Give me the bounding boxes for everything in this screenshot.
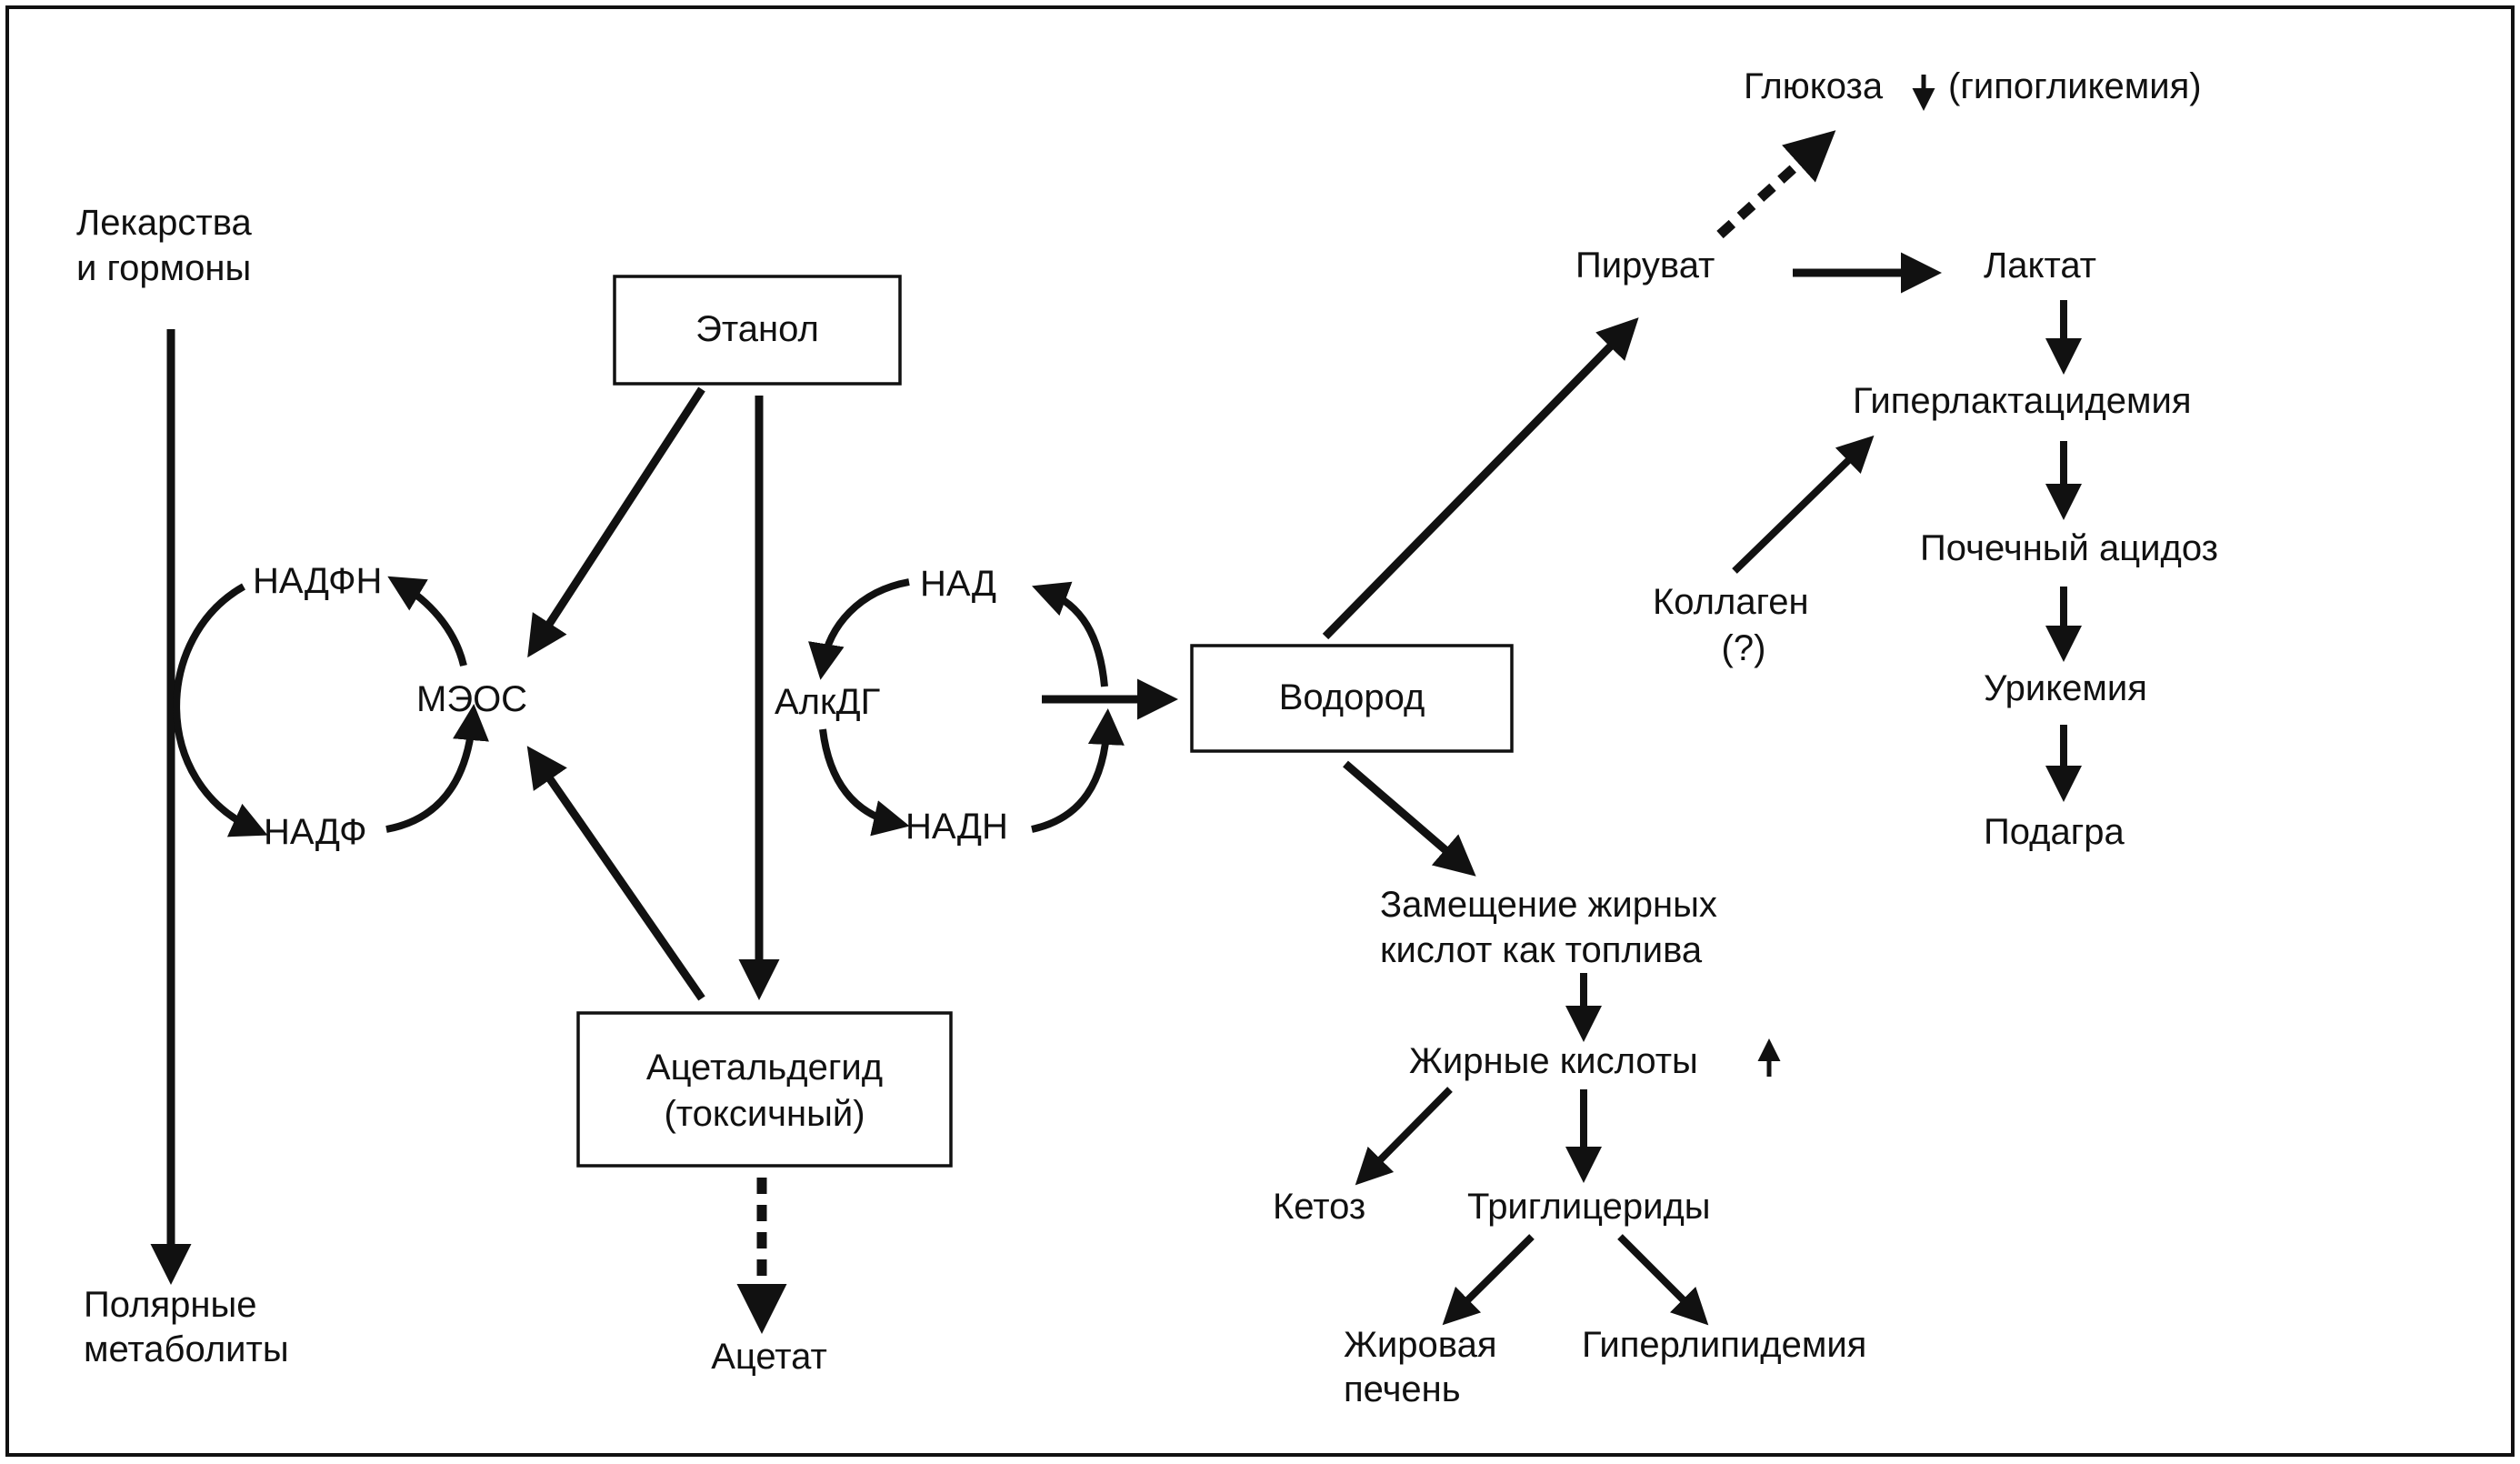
nadp-to-meos-arc — [385, 704, 489, 833]
hydrogen-to-fa-replacement-arrow — [1343, 760, 1476, 877]
acetaldehyde-box — [576, 1011, 953, 1168]
renal-acidosis-label: Почечный ацидоз — [1920, 528, 2218, 568]
acetaldehyde-label: Ацетальдегид — [646, 1048, 883, 1088]
collagen-to-hyperlactacidemia-arrow — [1732, 435, 1875, 574]
nadh-to-hydrogen-cycle-arc — [1031, 708, 1125, 833]
meos-to-nadph-arc — [387, 576, 467, 667]
fatty-liver-label-2: печень — [1344, 1369, 1461, 1409]
hydrogen-cycle-to-nad-arc — [1032, 581, 1108, 687]
triglycerides-to-fatty-liver-arrow — [1442, 1234, 1535, 1326]
collagen-label-2: (?) — [1722, 628, 1766, 668]
lactate-label: Лактат — [1984, 246, 2096, 286]
uricemia-label: Урикемия — [1984, 668, 2147, 708]
hyperlipidemia-label: Гиперлипидемия — [1582, 1325, 1866, 1365]
fatty-acids-to-ketosis-arrow — [1355, 1087, 1453, 1186]
diagram-frame — [5, 5, 2515, 1457]
hyperlactacidemia-label: Гиперлактацидемия — [1853, 381, 2192, 421]
hydrogen-to-pyruvate-arrow — [1322, 317, 1639, 640]
drugs-label: Лекарства — [76, 203, 252, 243]
pyruvate-label: Пируват — [1575, 246, 1715, 286]
drugs-label-2: и гормоны — [76, 248, 251, 288]
hydrogen-label: Водород — [1279, 677, 1425, 717]
hydrogen-box — [1190, 644, 1514, 753]
triglycerides-to-hyperlipidemia-arrow — [1617, 1234, 1709, 1326]
triglycerides-label: Триглицериды — [1467, 1187, 1711, 1227]
adh-to-nadh-arc — [819, 728, 910, 837]
ethanol-box — [613, 275, 902, 386]
polar-metabolites-label: Полярные — [84, 1285, 256, 1325]
nad-label: НАД — [920, 564, 996, 604]
nadph-to-nadp-arc — [173, 583, 268, 837]
ethanol-label: Этанол — [695, 309, 819, 349]
acetate-label: Ацетат — [711, 1337, 827, 1377]
meos-label: МЭОС — [416, 679, 527, 719]
nadph-label: НАДФН — [253, 561, 382, 601]
nadp-label: НАДФ — [264, 812, 367, 852]
fa-replacement-label: Замещение жирных — [1380, 885, 1717, 925]
ethanol-to-meos-arrow — [527, 386, 705, 658]
fa-replacement-label-2: кислот как топлива — [1380, 930, 1703, 970]
nadh-label: НАДН — [905, 807, 1008, 847]
glucose-label: Глюкоза — [1744, 66, 1884, 106]
ketosis-label: Кетоз — [1273, 1187, 1365, 1227]
acetaldehyde-label-2: (токсичный) — [664, 1094, 865, 1134]
adh-label: АлкДГ — [775, 682, 880, 722]
gout-label: Подагра — [1984, 812, 2125, 852]
hypoglycemia-label: (гипогликемия) — [1948, 66, 2202, 106]
fatty-liver-label: Жировая — [1344, 1325, 1496, 1365]
nad-to-adh-arc — [808, 578, 910, 680]
acetaldehyde-to-meos-arrow — [526, 746, 705, 1001]
pyruvate-to-glucose-arrow — [1716, 130, 1836, 239]
fatty-acids-label: Жирные кислоты — [1409, 1041, 1698, 1081]
collagen-label: Коллаген — [1653, 582, 1809, 622]
polar-metabolites-label-2: метаболиты — [84, 1329, 289, 1369]
